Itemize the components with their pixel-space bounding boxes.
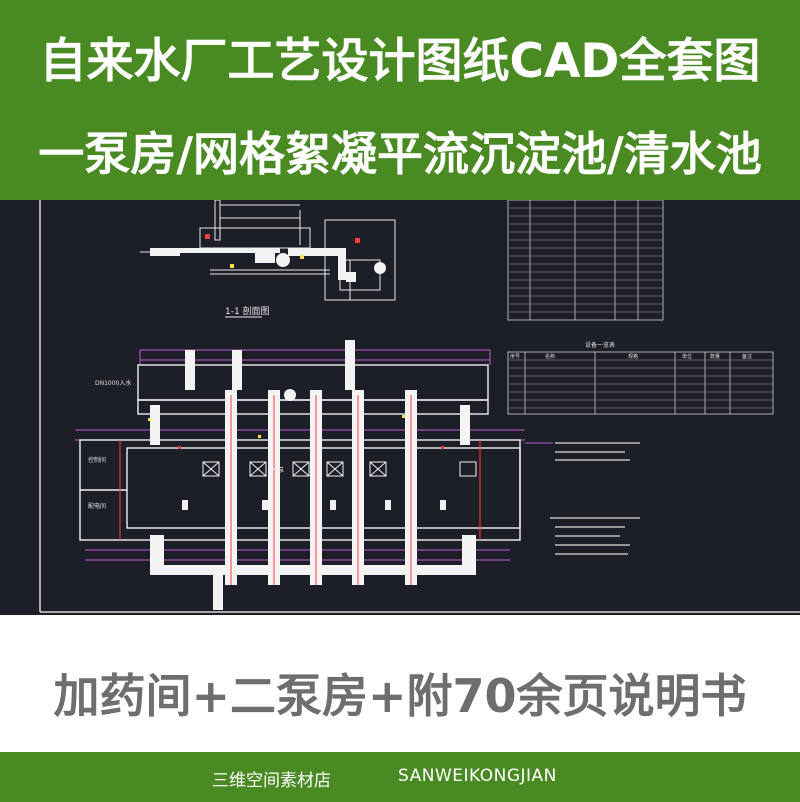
inlet-label: DN1000入水	[95, 379, 131, 387]
equipment-header-qty: 数量	[710, 353, 720, 360]
pump-label: 水泵	[272, 466, 284, 474]
sub-title: 一泵房/网格絮凝平流沉淀池/清水池	[38, 127, 762, 181]
feature-text: 加药间+二泵房+附70余页说明书	[53, 669, 747, 723]
shop-name: 三维空间素材店	[212, 771, 331, 791]
main-title: 自来水厂工艺设计图纸CAD全套图	[39, 34, 761, 89]
feature-banner	[0, 615, 800, 752]
equipment-header-spec: 规格	[628, 353, 638, 360]
room-label-control: 控制间	[88, 456, 106, 464]
title-banner: 自来水厂工艺设计图纸CAD全套图 一泵房/网格絮凝平流沉淀池/清水池	[0, 0, 800, 200]
shop-footer: 三维空间素材店 SANWEIKONGJIAN	[0, 752, 800, 802]
room-label-power: 配电间	[88, 502, 106, 510]
equipment-header-name: 名称	[545, 353, 555, 360]
shop-brand: SANWEIKONGJIAN	[398, 766, 557, 786]
equipment-header-unit: 单位	[682, 353, 692, 360]
cad-drawing-preview: 1-1 剖面图 设备一览表	[0, 200, 800, 615]
section-label: 1-1 剖面图	[225, 305, 270, 317]
equipment-table-title: 设备一览表	[585, 341, 615, 349]
cad-drawing-canvas: 1-1 剖面图 设备一览表	[39, 200, 800, 613]
equipment-header-note: 备注	[742, 353, 752, 360]
equipment-header-no: 序号	[510, 353, 520, 360]
